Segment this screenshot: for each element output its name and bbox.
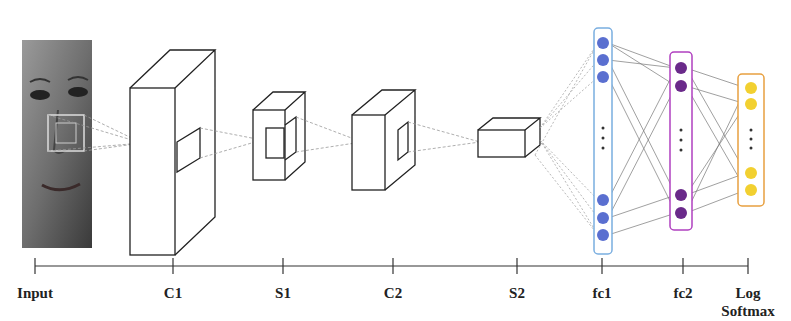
layer-label: Log Softmax — [716, 284, 780, 320]
layer-label: fc1 — [592, 284, 611, 302]
layer-label: fc2 — [673, 284, 692, 302]
layer-label: S1 — [275, 284, 291, 302]
layer-label: C2 — [384, 284, 402, 302]
layer-label: S2 — [509, 284, 525, 302]
layer-label: Input — [17, 284, 53, 302]
layer-label: C1 — [164, 284, 182, 302]
